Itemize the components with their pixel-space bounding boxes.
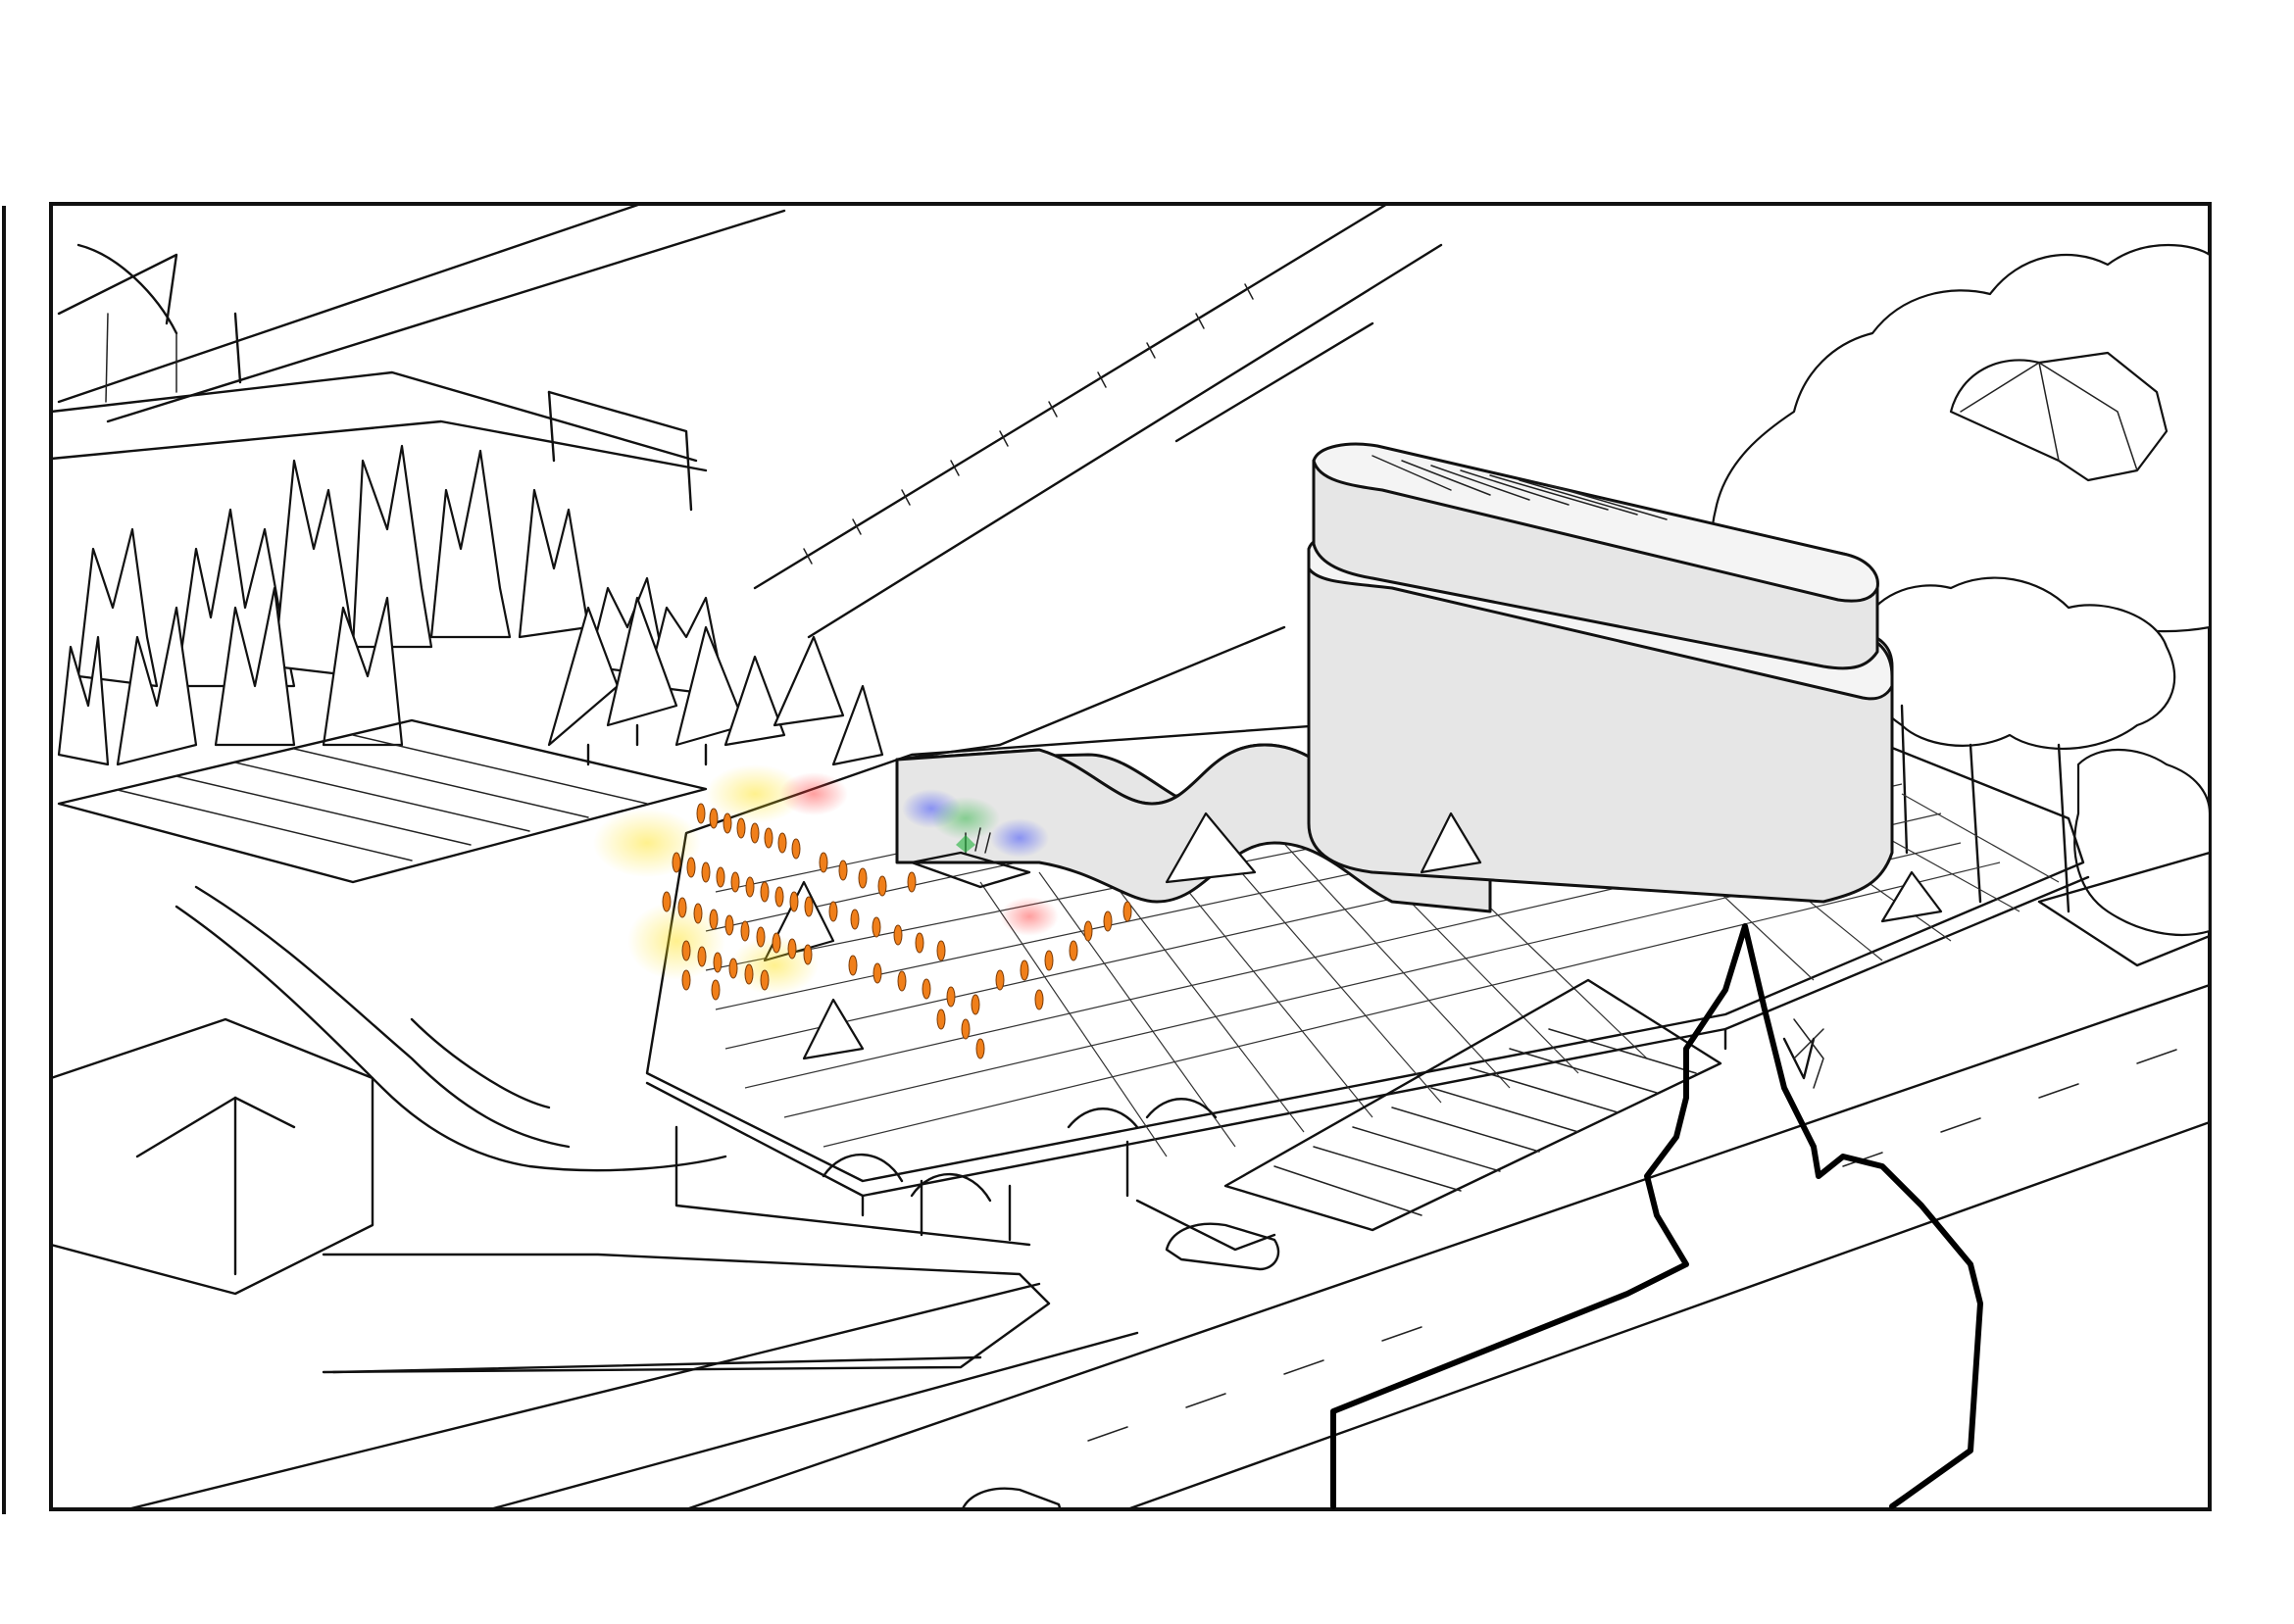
main-street xyxy=(684,983,2210,1509)
light-yellow-2 xyxy=(706,764,804,823)
left-parking xyxy=(57,718,708,884)
light-yellow-1 xyxy=(593,809,701,877)
light-blue-2 xyxy=(990,818,1049,858)
light-red-2 xyxy=(1000,897,1059,936)
lower-left-road xyxy=(51,885,1139,1509)
plaza-trees xyxy=(763,812,1943,1060)
cultural-building xyxy=(895,442,1983,1509)
ramp xyxy=(1135,978,1722,1252)
tree-row-front xyxy=(547,596,884,766)
tree-row-back xyxy=(57,444,727,766)
right-platform xyxy=(1782,851,2210,1080)
background-streets xyxy=(51,204,786,512)
upper-road xyxy=(753,204,1443,639)
audience xyxy=(662,803,1132,1059)
light-red-1 xyxy=(779,772,848,815)
stage xyxy=(910,827,1031,889)
right-trees xyxy=(1711,244,2210,937)
undercroft xyxy=(674,1098,1280,1509)
light-green-1 xyxy=(931,797,1000,840)
